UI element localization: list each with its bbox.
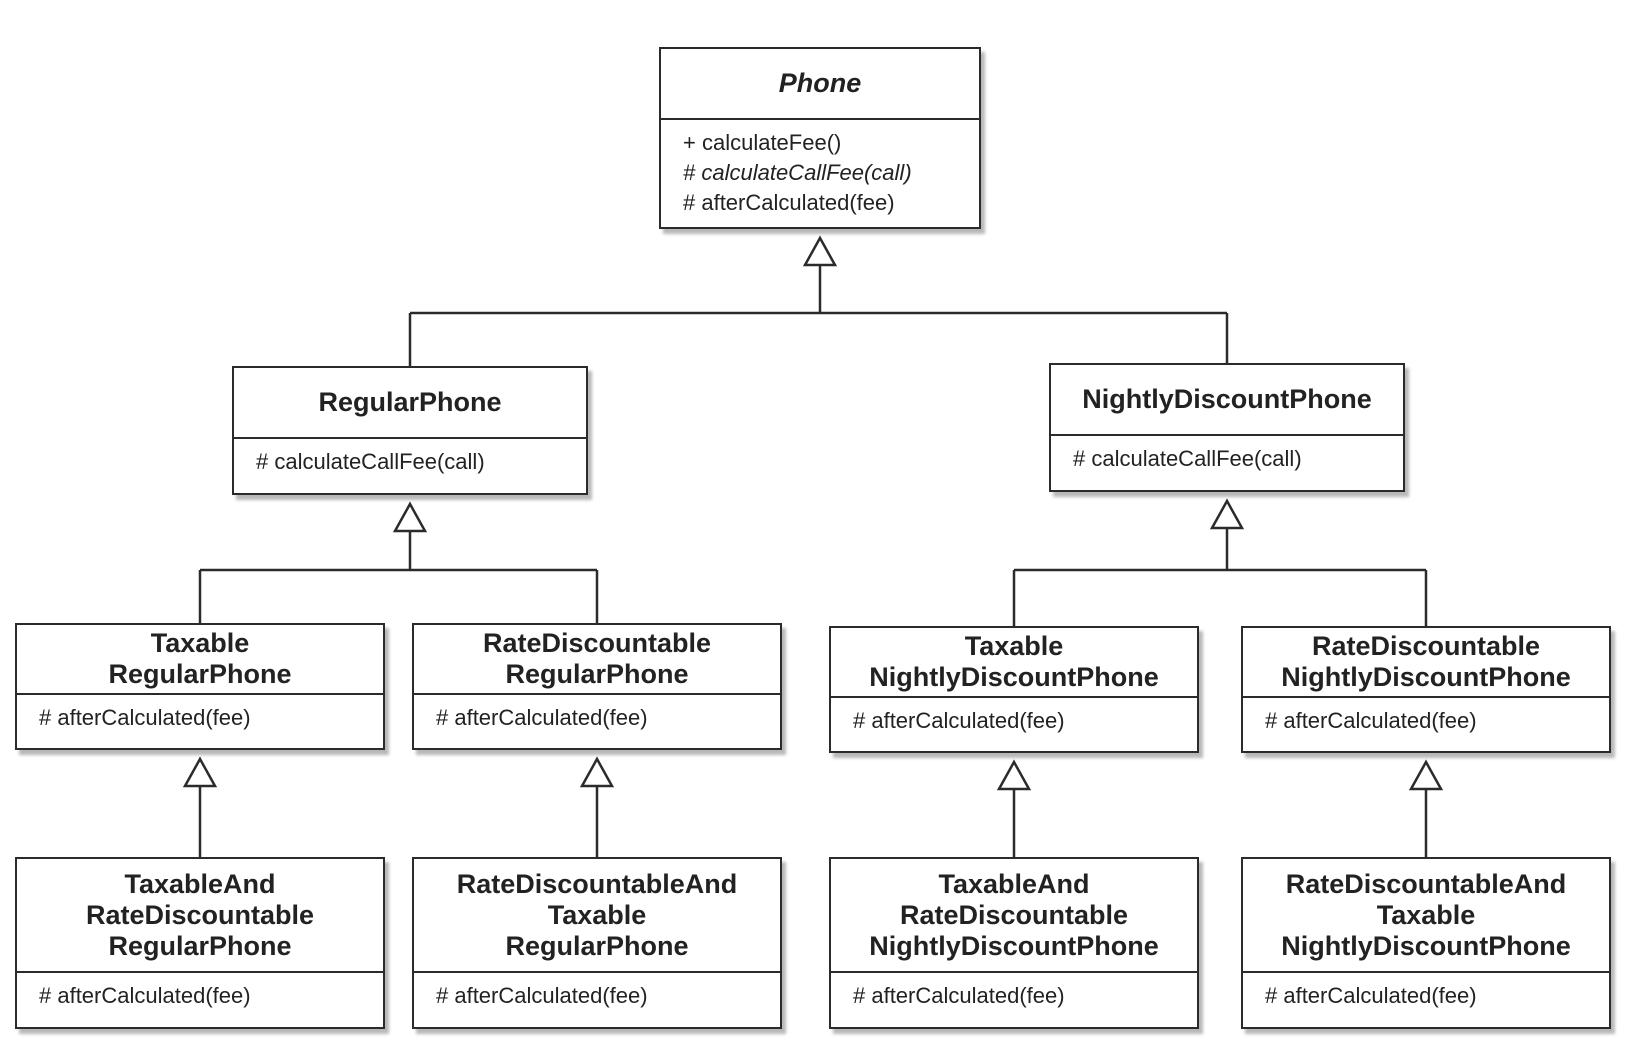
class-regular: RegularPhone # calculateCallFee(call) bbox=[232, 366, 588, 495]
operation: # calculateCallFee(call) bbox=[683, 160, 912, 185]
class-operations: + calculateFee() # calculateCallFee(call)… bbox=[661, 120, 979, 218]
operation: # afterCalculated(fee) bbox=[436, 705, 648, 730]
class-operations: # afterCalculated(fee) bbox=[17, 973, 383, 1011]
class-name: RateDiscountable RegularPhone bbox=[414, 625, 780, 695]
class-taxable-regular: Taxable RegularPhone # afterCalculated(fe… bbox=[15, 623, 385, 750]
class-name: RateDiscountable NightlyDiscountPhone bbox=[1243, 628, 1609, 698]
operation: # calculateCallFee(call) bbox=[256, 449, 485, 474]
class-name: TaxableAnd RateDiscountable RegularPhone bbox=[17, 859, 383, 973]
class-name: RateDiscountableAnd Taxable NightlyDisco… bbox=[1243, 859, 1609, 973]
class-name: Taxable RegularPhone bbox=[17, 625, 383, 695]
class-name: Taxable NightlyDiscountPhone bbox=[831, 628, 1197, 698]
class-phone: Phone + calculateFee() # calculateCallFee(… bbox=[659, 47, 981, 229]
inheritance-arrowhead bbox=[1209, 498, 1245, 530]
operation: # afterCalculated(fee) bbox=[1265, 708, 1477, 733]
operation: # afterCalculated(fee) bbox=[853, 983, 1065, 1008]
class-operations: # calculateCallFee(call) bbox=[234, 439, 586, 477]
operation: # afterCalculated(fee) bbox=[39, 983, 251, 1008]
class-operations: # afterCalculated(fee) bbox=[17, 695, 383, 733]
inheritance-arrowhead bbox=[802, 235, 838, 267]
class-operations: # afterCalculated(fee) bbox=[414, 695, 780, 733]
operation: # afterCalculated(fee) bbox=[1265, 983, 1477, 1008]
inheritance-arrowhead bbox=[579, 756, 615, 788]
class-rate-taxable-nightly: RateDiscountableAnd Taxable NightlyDisco… bbox=[1241, 857, 1611, 1029]
class-nightly: NightlyDiscountPhone # calculateCallFee(c… bbox=[1049, 363, 1405, 492]
class-rate-taxable-regular: RateDiscountableAnd Taxable RegularPhone… bbox=[412, 857, 782, 1029]
inheritance-arrowhead bbox=[182, 756, 218, 788]
class-name: TaxableAnd RateDiscountable NightlyDisco… bbox=[831, 859, 1197, 973]
class-taxable-nightly: Taxable NightlyDiscountPhone # afterCalcu… bbox=[829, 626, 1199, 753]
class-taxable-rate-nightly: TaxableAnd RateDiscountable NightlyDisco… bbox=[829, 857, 1199, 1029]
operation: # calculateCallFee(call) bbox=[1073, 446, 1302, 471]
class-name: NightlyDiscountPhone bbox=[1051, 365, 1403, 436]
class-operations: # afterCalculated(fee) bbox=[1243, 973, 1609, 1011]
inheritance-arrowhead bbox=[392, 501, 428, 533]
class-name: Phone bbox=[661, 49, 979, 120]
class-name: RateDiscountableAnd Taxable RegularPhone bbox=[414, 859, 780, 973]
class-rate-regular: RateDiscountable RegularPhone # afterCalc… bbox=[412, 623, 782, 750]
class-operations: # afterCalculated(fee) bbox=[1243, 698, 1609, 736]
operation: + calculateFee() bbox=[683, 130, 842, 155]
inheritance-arrowhead bbox=[996, 759, 1032, 791]
class-rate-nightly: RateDiscountable NightlyDiscountPhone # a… bbox=[1241, 626, 1611, 753]
class-name: RegularPhone bbox=[234, 368, 586, 439]
class-operations: # afterCalculated(fee) bbox=[831, 973, 1197, 1011]
operation: # afterCalculated(fee) bbox=[683, 190, 895, 215]
class-operations: # calculateCallFee(call) bbox=[1051, 436, 1403, 474]
inheritance-arrowhead bbox=[1408, 759, 1444, 791]
operation: # afterCalculated(fee) bbox=[39, 705, 251, 730]
class-operations: # afterCalculated(fee) bbox=[414, 973, 780, 1011]
operation: # afterCalculated(fee) bbox=[853, 708, 1065, 733]
operation: # afterCalculated(fee) bbox=[436, 983, 648, 1008]
class-operations: # afterCalculated(fee) bbox=[831, 698, 1197, 736]
class-taxable-rate-regular: TaxableAnd RateDiscountable RegularPhone… bbox=[15, 857, 385, 1029]
